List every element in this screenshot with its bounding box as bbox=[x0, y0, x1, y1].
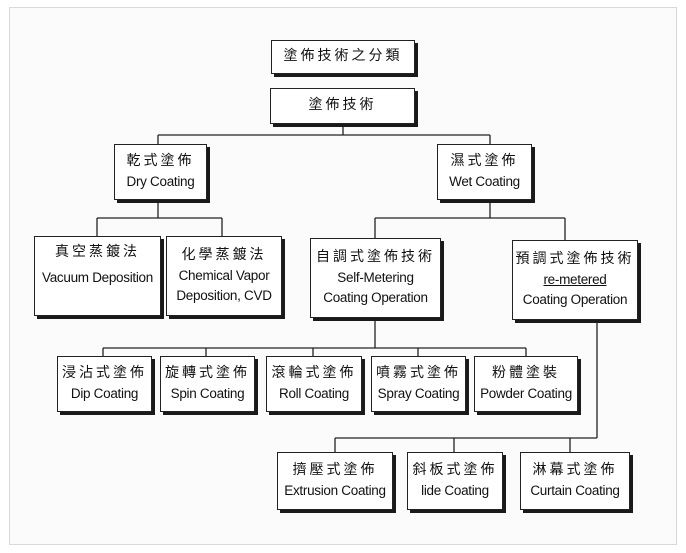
self-en1: Self-Metering bbox=[337, 269, 414, 285]
powder-en: Powder Coating bbox=[480, 385, 572, 401]
spray-en: Spray Coating bbox=[377, 385, 460, 401]
curtain-en: Curtain Coating bbox=[530, 482, 620, 498]
curtain-zh: 淋幕式塗佈 bbox=[532, 462, 618, 479]
slide-en: lide Coating bbox=[421, 482, 489, 498]
extrusion-en: Extrusion Coating bbox=[284, 482, 386, 498]
slide-coating-box: 斜板式塗佈 lide Coating bbox=[407, 452, 503, 510]
self-metering-box: 自調式塗佈技術 Self-Metering Coating Operation bbox=[310, 238, 441, 318]
curtain-coating-box: 淋幕式塗佈 Curtain Coating bbox=[520, 452, 630, 510]
cvd-en2: Deposition, CVD bbox=[176, 287, 272, 303]
root-box: 塗佈技術 bbox=[270, 88, 415, 124]
spin-zh: 旋轉式塗佈 bbox=[165, 365, 250, 382]
pre-zh: 預調式塗佈技術 bbox=[515, 251, 635, 268]
slide-zh: 斜板式塗佈 bbox=[412, 462, 498, 479]
powder-zh: 粉體塗裝 bbox=[492, 365, 560, 382]
title-text: 塗佈技術之分類 bbox=[283, 48, 403, 65]
pre-en2: Coating Operation bbox=[522, 291, 628, 307]
roll-zh: 滾輪式塗佈 bbox=[271, 365, 357, 382]
pre-metered-box: 預調式塗佈技術 re-metered Coating Operation bbox=[512, 240, 638, 320]
dry-zh: 乾式塗佈 bbox=[126, 153, 195, 170]
vacuum-deposition-box: 真空蒸鍍法 Vacuum Deposition bbox=[34, 236, 161, 316]
cvd-box: 化學蒸鍍法 Chemical Vapor Deposition, CVD bbox=[166, 236, 282, 316]
cvd-zh: 化學蒸鍍法 bbox=[181, 247, 267, 264]
self-en2: Coating Operation bbox=[323, 289, 428, 305]
self-zh: 自調式塗佈技術 bbox=[316, 249, 435, 266]
dip-zh: 浸沾式塗佈 bbox=[62, 365, 147, 382]
extrusion-coating-box: 擠壓式塗佈 Extrusion Coating bbox=[277, 452, 393, 510]
title-box: 塗佈技術之分類 bbox=[271, 40, 415, 74]
pre-en1: re-metered bbox=[543, 271, 607, 287]
vacuum-zh: 真空蒸鍍法 bbox=[55, 244, 140, 260]
vacuum-en: Vacuum Deposition bbox=[42, 269, 153, 285]
dip-en: Dip Coating bbox=[70, 385, 139, 401]
powder-coating-box: 粉體塗裝 Powder Coating bbox=[474, 356, 578, 412]
wet-zh: 濕式塗佈 bbox=[450, 153, 519, 170]
wet-coating-box: 濕式塗佈 Wet Coating bbox=[437, 144, 532, 200]
cvd-en1: Chemical Vapor bbox=[178, 267, 270, 283]
spray-coating-box: 噴霧式塗佈 Spray Coating bbox=[371, 356, 466, 412]
extrusion-zh: 擠壓式塗佈 bbox=[292, 462, 378, 479]
root-text: 塗佈技術 bbox=[308, 97, 377, 114]
spray-zh: 噴霧式塗佈 bbox=[376, 365, 461, 382]
spin-en: Spin Coating bbox=[170, 385, 245, 401]
dry-en: Dry Coating bbox=[126, 173, 195, 189]
spin-coating-box: 旋轉式塗佈 Spin Coating bbox=[160, 356, 255, 412]
dip-coating-box: 浸沾式塗佈 Dip Coating bbox=[57, 356, 152, 412]
roll-coating-box: 滾輪式塗佈 Roll Coating bbox=[266, 356, 362, 412]
wet-en: Wet Coating bbox=[449, 173, 520, 189]
roll-en: Roll Coating bbox=[279, 385, 349, 401]
dry-coating-box: 乾式塗佈 Dry Coating bbox=[114, 144, 207, 200]
